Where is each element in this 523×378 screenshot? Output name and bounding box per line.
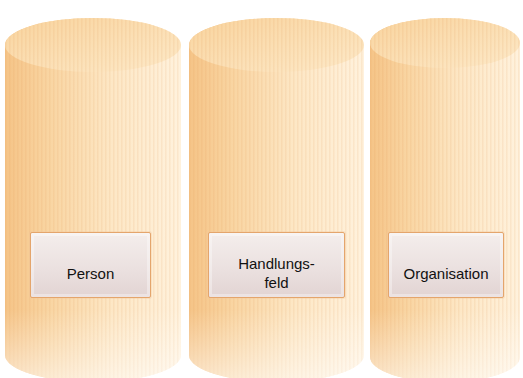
pillar-body: [5, 18, 181, 378]
pillar-fade: [370, 18, 520, 378]
pillar-top: [189, 18, 364, 72]
pillar-body: [189, 18, 364, 378]
pillar-top-stripes: [189, 18, 364, 72]
pillar-stripes: [5, 18, 181, 378]
pillar-top: [5, 18, 181, 72]
pillar: Organisation: [370, 18, 520, 378]
pillar-stripes: [370, 18, 520, 378]
pillar-label: Person: [67, 264, 115, 283]
pillar: Person: [5, 18, 181, 378]
pillar-top-stripes: [370, 18, 520, 68]
label-plate: Handlungs- feld: [208, 232, 345, 298]
label-plate: Person: [30, 232, 151, 298]
label-plate: Organisation: [388, 232, 504, 298]
pillar-shape: [189, 18, 364, 378]
pillar-body: [370, 18, 520, 378]
pillar-top: [370, 18, 520, 68]
pillar-fade: [189, 18, 364, 378]
pillar-stripes: [189, 18, 364, 378]
pillar: Handlungs- feld: [189, 18, 364, 378]
pillar-shape: [370, 18, 520, 378]
pillar-label: Organisation: [403, 264, 488, 283]
pillar-top-stripes: [5, 18, 181, 72]
pillar-label: Handlungs- feld: [235, 254, 319, 292]
pillar-shape: [5, 18, 181, 378]
pillar-fade: [5, 18, 181, 378]
